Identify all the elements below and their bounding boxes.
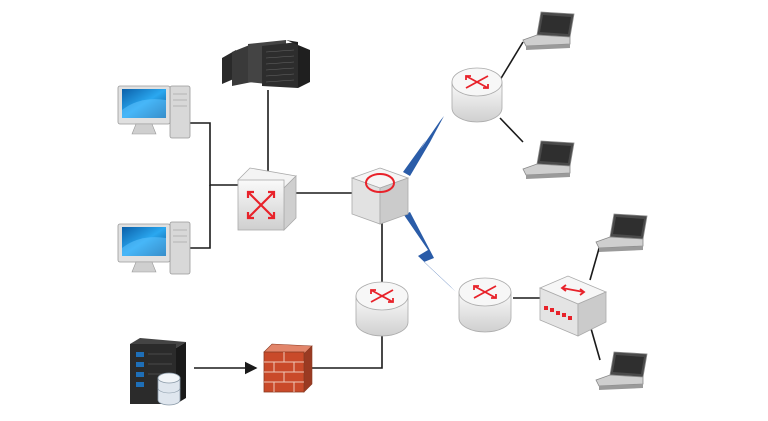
router-icon bbox=[458, 277, 512, 333]
link-desktop-top-switch bbox=[190, 122, 240, 186]
wireless-link-lower bbox=[404, 212, 456, 292]
desktop-computer-icon bbox=[117, 221, 191, 275]
router-icon bbox=[451, 67, 503, 123]
router-icon bbox=[355, 281, 409, 337]
firewall-icon bbox=[263, 343, 313, 393]
link-router-upper-laptop-2 bbox=[499, 117, 524, 143]
link-switch-right-laptop-4 bbox=[589, 324, 601, 361]
links bbox=[190, 41, 601, 375]
link-desktop-bottom-switch bbox=[190, 185, 211, 249]
wireless-link-upper bbox=[403, 116, 444, 176]
link-switch-right-laptop-3 bbox=[589, 244, 601, 281]
desktop-computer-icon bbox=[117, 85, 191, 139]
laptop-icon bbox=[595, 351, 648, 390]
laptop-icon bbox=[522, 140, 575, 179]
switch-icon bbox=[538, 275, 608, 337]
switch-icon bbox=[237, 167, 297, 231]
link-router-upper-laptop-1 bbox=[499, 41, 524, 81]
link-firewall-router-bottom bbox=[312, 332, 383, 369]
server-rack-icon bbox=[222, 40, 310, 88]
laptop-icon bbox=[522, 11, 575, 50]
laptop-icon bbox=[595, 213, 648, 252]
database-server-icon bbox=[130, 338, 186, 406]
hub-icon bbox=[350, 167, 410, 225]
